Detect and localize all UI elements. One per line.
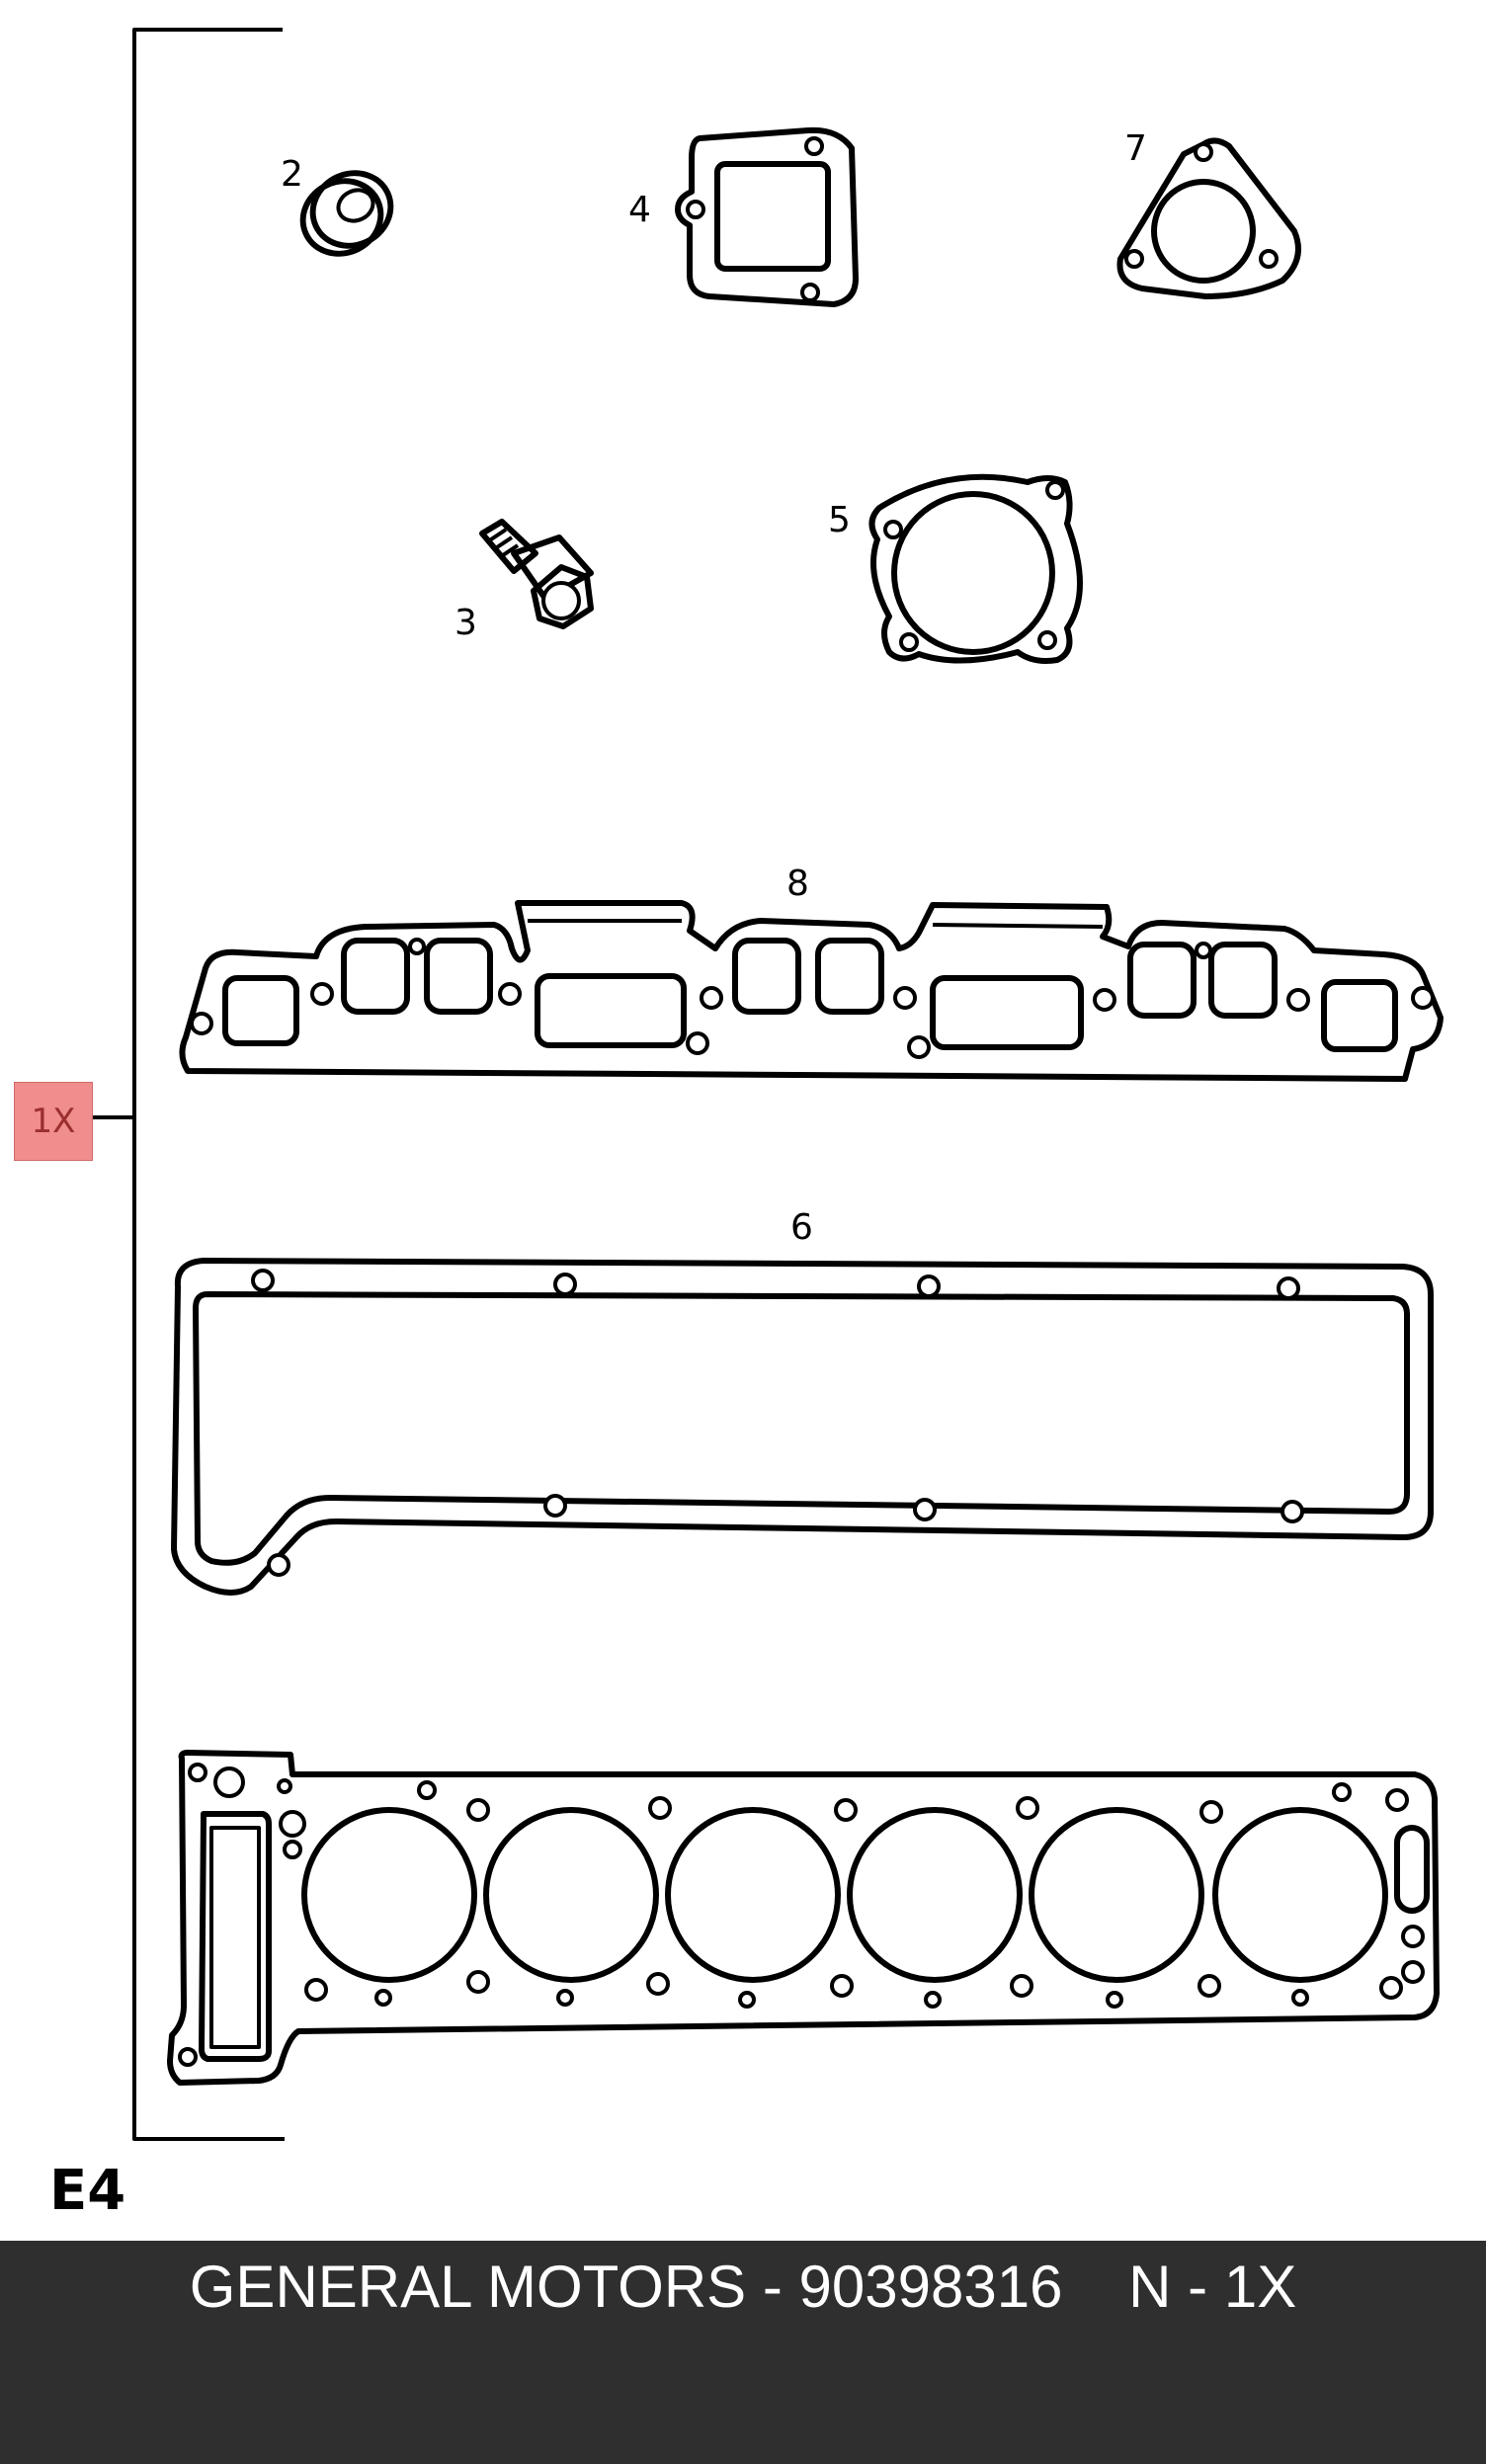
callout-part-5: 5: [828, 500, 851, 540]
section-code: E4: [49, 2159, 126, 2223]
footer-separator: -: [746, 2254, 799, 2320]
callout-part-3: 3: [454, 603, 477, 643]
callout-part-6: 6: [790, 1207, 813, 1248]
part-8-manifold-gasket: [179, 900, 1444, 1082]
footer-part-number: 90398316: [798, 2254, 1063, 2320]
cylinder-head-gasket: [167, 1750, 1440, 2086]
part-4-square-gasket: [675, 126, 859, 307]
callout-part-2: 2: [281, 154, 303, 195]
quantity-badge: 1X: [14, 1082, 93, 1161]
part-7-triangle-gasket: [1116, 137, 1301, 299]
callout-part-8: 8: [786, 863, 809, 904]
footer-caption: GENERAL MOTORS - 90398316 N - 1X: [0, 2253, 1486, 2321]
part-6-valve-cover-gasket: [171, 1258, 1434, 1596]
part-3-threaded-fitting: [479, 519, 594, 629]
footer-brand: GENERAL MOTORS: [189, 2254, 747, 2320]
footer-bar: [0, 2241, 1486, 2464]
footer-gap: [1062, 2254, 1128, 2320]
callout-part-4: 4: [628, 190, 651, 230]
group-bracket: [132, 28, 285, 2141]
part-2-seal-ring: [299, 170, 394, 257]
footer-note: N - 1X: [1128, 2254, 1297, 2320]
callout-part-7: 7: [1124, 128, 1147, 169]
parts-diagram: 2 4 7 3 5: [93, 28, 1444, 2141]
part-5-round-flange-gasket: [868, 473, 1083, 664]
